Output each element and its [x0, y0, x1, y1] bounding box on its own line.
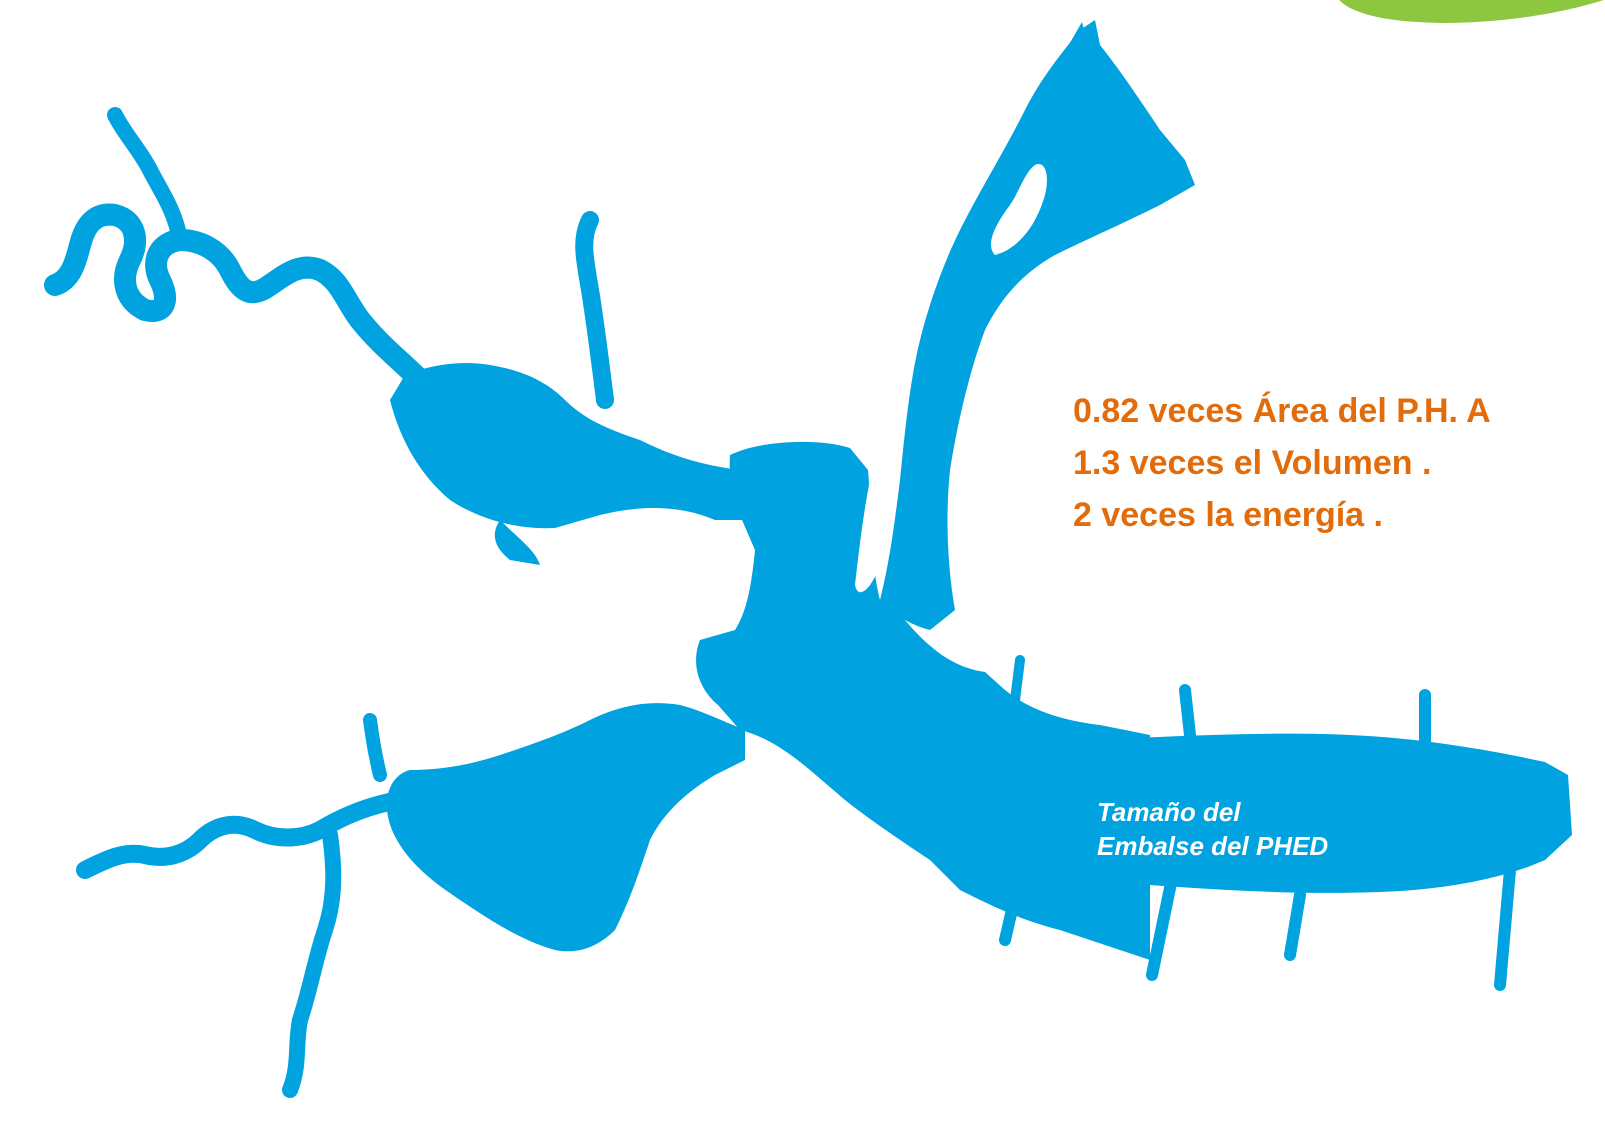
reservoir-island [855, 480, 882, 593]
reservoir-west-bay [494, 520, 540, 565]
reservoir-south-finger [1494, 864, 1516, 991]
reservoir-north-finger [1010, 655, 1025, 705]
reservoir-label-line: Tamaño del [1097, 797, 1241, 827]
reservoir-south-river [282, 827, 342, 1098]
reservoir-south-finger [1284, 889, 1306, 961]
reservoir-southwest-river [76, 791, 409, 879]
comparison-volume: 1.3 veces el Volumen . [1073, 444, 1432, 482]
reservoir-south-finger [999, 869, 1026, 946]
comparison-area: 0.82 veces Área del P.H. A [1073, 392, 1491, 430]
reservoir-island [990, 164, 1047, 255]
reservoir-east-arm [985, 733, 1572, 893]
reservoir-shape [44, 20, 1572, 1098]
reservoir-north-tip [1040, 22, 1090, 90]
reservoir-north-finger [1179, 684, 1196, 741]
reservoir-northwest-river [44, 203, 431, 391]
reservoir-label-line: Embalse del PHED [1097, 831, 1329, 861]
reservoir-label: Tamaño del Embalse del PHED [1097, 795, 1328, 863]
reservoir-north-arm [880, 20, 1195, 630]
reservoir-south-finger [1146, 882, 1176, 981]
reservoir-north-creek [575, 211, 614, 409]
reservoir-northwest-river-upper [107, 107, 188, 248]
reservoir-southwest-basin [386, 703, 745, 952]
reservoir-west-creek [363, 713, 387, 782]
comparison-list: 0.82 veces Área del P.H. A 1.3 veces el … [1073, 385, 1491, 541]
comparison-energy: 2 veces la energía . [1073, 496, 1383, 534]
reservoir-northwest-basin [390, 363, 742, 529]
